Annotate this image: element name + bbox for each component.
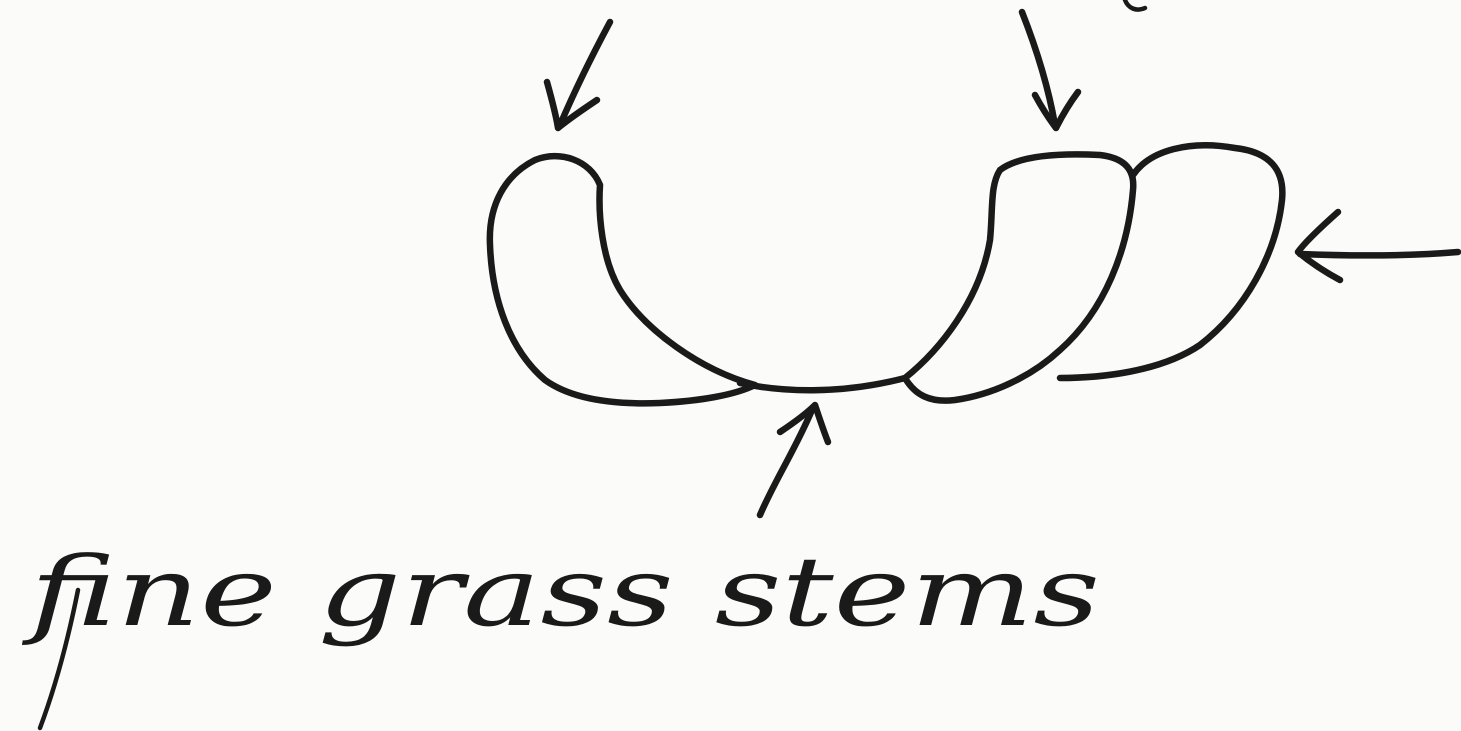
label-fine-grass-stems: fine grass stems (22, 536, 1100, 648)
arrow-right-shaft (1300, 252, 1458, 255)
